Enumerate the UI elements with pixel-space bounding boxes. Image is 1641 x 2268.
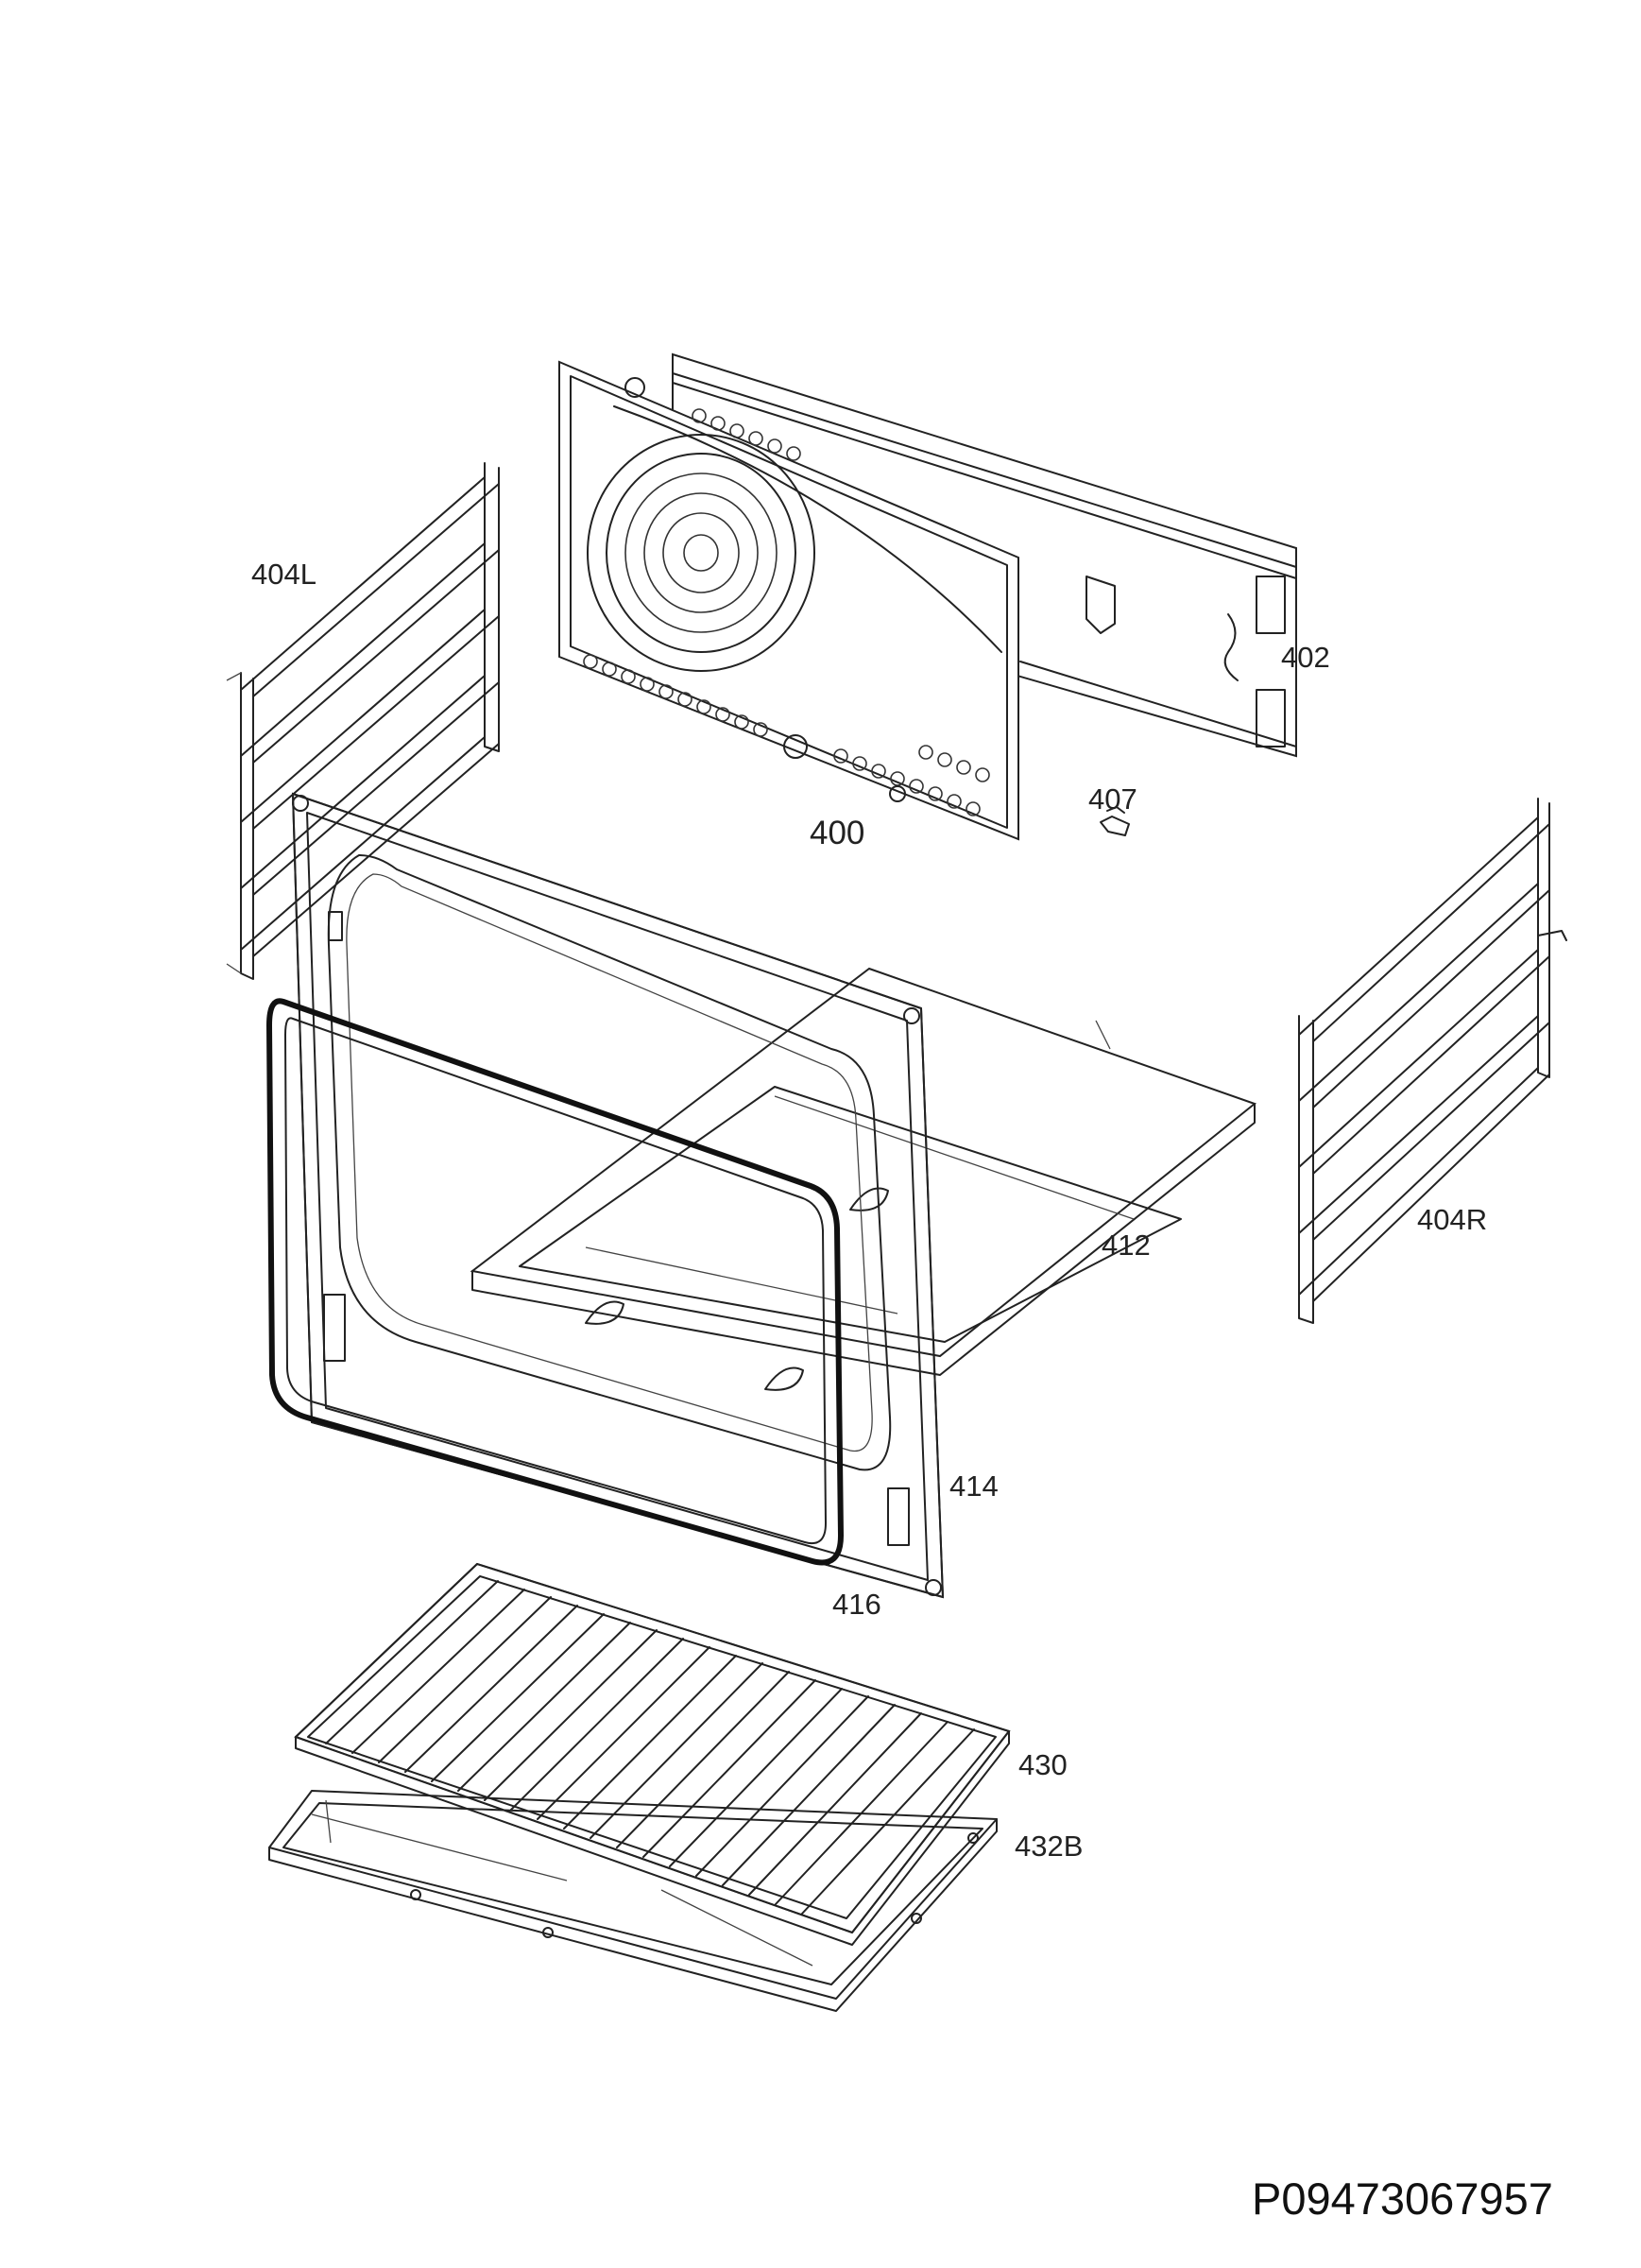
- part-414-front-frame: [291, 792, 945, 1599]
- vent-holes: [583, 377, 990, 816]
- label-407: 407: [1088, 782, 1137, 816]
- part-416-door-gasket: [266, 998, 844, 1566]
- drawing-code: P09473067957: [1252, 2174, 1553, 2224]
- label-404R: 404R: [1417, 1203, 1487, 1236]
- part-412-bottom-panel: [470, 967, 1257, 1391]
- label-404L: 404L: [251, 558, 316, 591]
- part-432B-baking-tray: [268, 1790, 998, 2012]
- part-407-clip: [1100, 806, 1130, 836]
- part-404R-right-shelf-support: [1298, 798, 1567, 1324]
- part-400-back-panel: [558, 360, 1019, 841]
- label-432B: 432B: [1015, 1830, 1083, 1863]
- label-414: 414: [949, 1469, 999, 1503]
- label-402: 402: [1281, 641, 1330, 674]
- label-430: 430: [1018, 1748, 1068, 1781]
- label-416: 416: [832, 1588, 881, 1621]
- shelf-bars: [325, 1580, 975, 1915]
- label-412: 412: [1102, 1228, 1151, 1262]
- label-400: 400: [810, 815, 864, 851]
- part-430-wire-shelf: [294, 1562, 1011, 1946]
